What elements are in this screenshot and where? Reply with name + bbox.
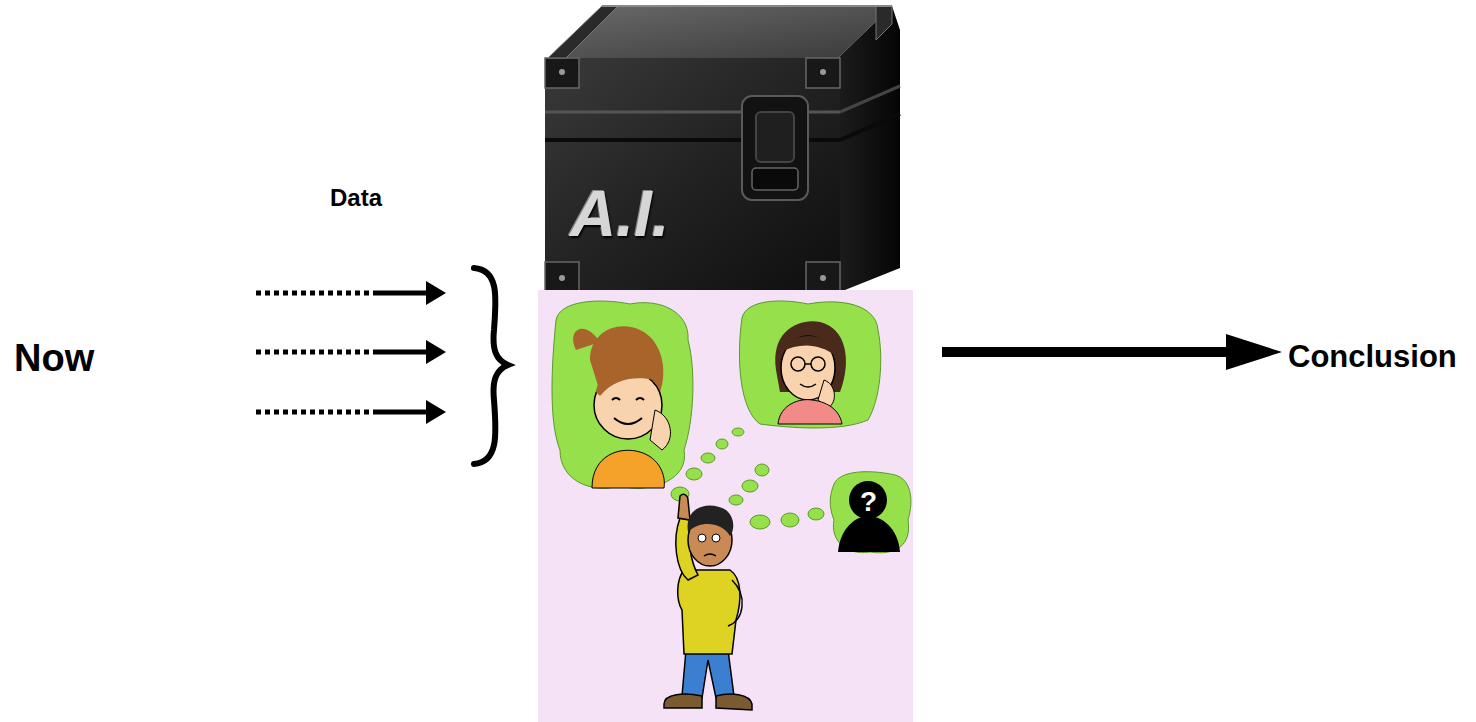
- output-label: Conclusion: [1288, 341, 1457, 372]
- conclusion-arrow: [942, 334, 1282, 370]
- curly-brace: [474, 268, 508, 464]
- input-label: Data: [330, 186, 382, 210]
- ai-box: [545, 6, 900, 292]
- time-label: Now: [14, 339, 94, 377]
- box-lettering: A.I.: [570, 182, 670, 246]
- question-mark: ?: [860, 488, 877, 516]
- thinking-person-clipart: [538, 290, 913, 722]
- data-arrows: [256, 281, 446, 424]
